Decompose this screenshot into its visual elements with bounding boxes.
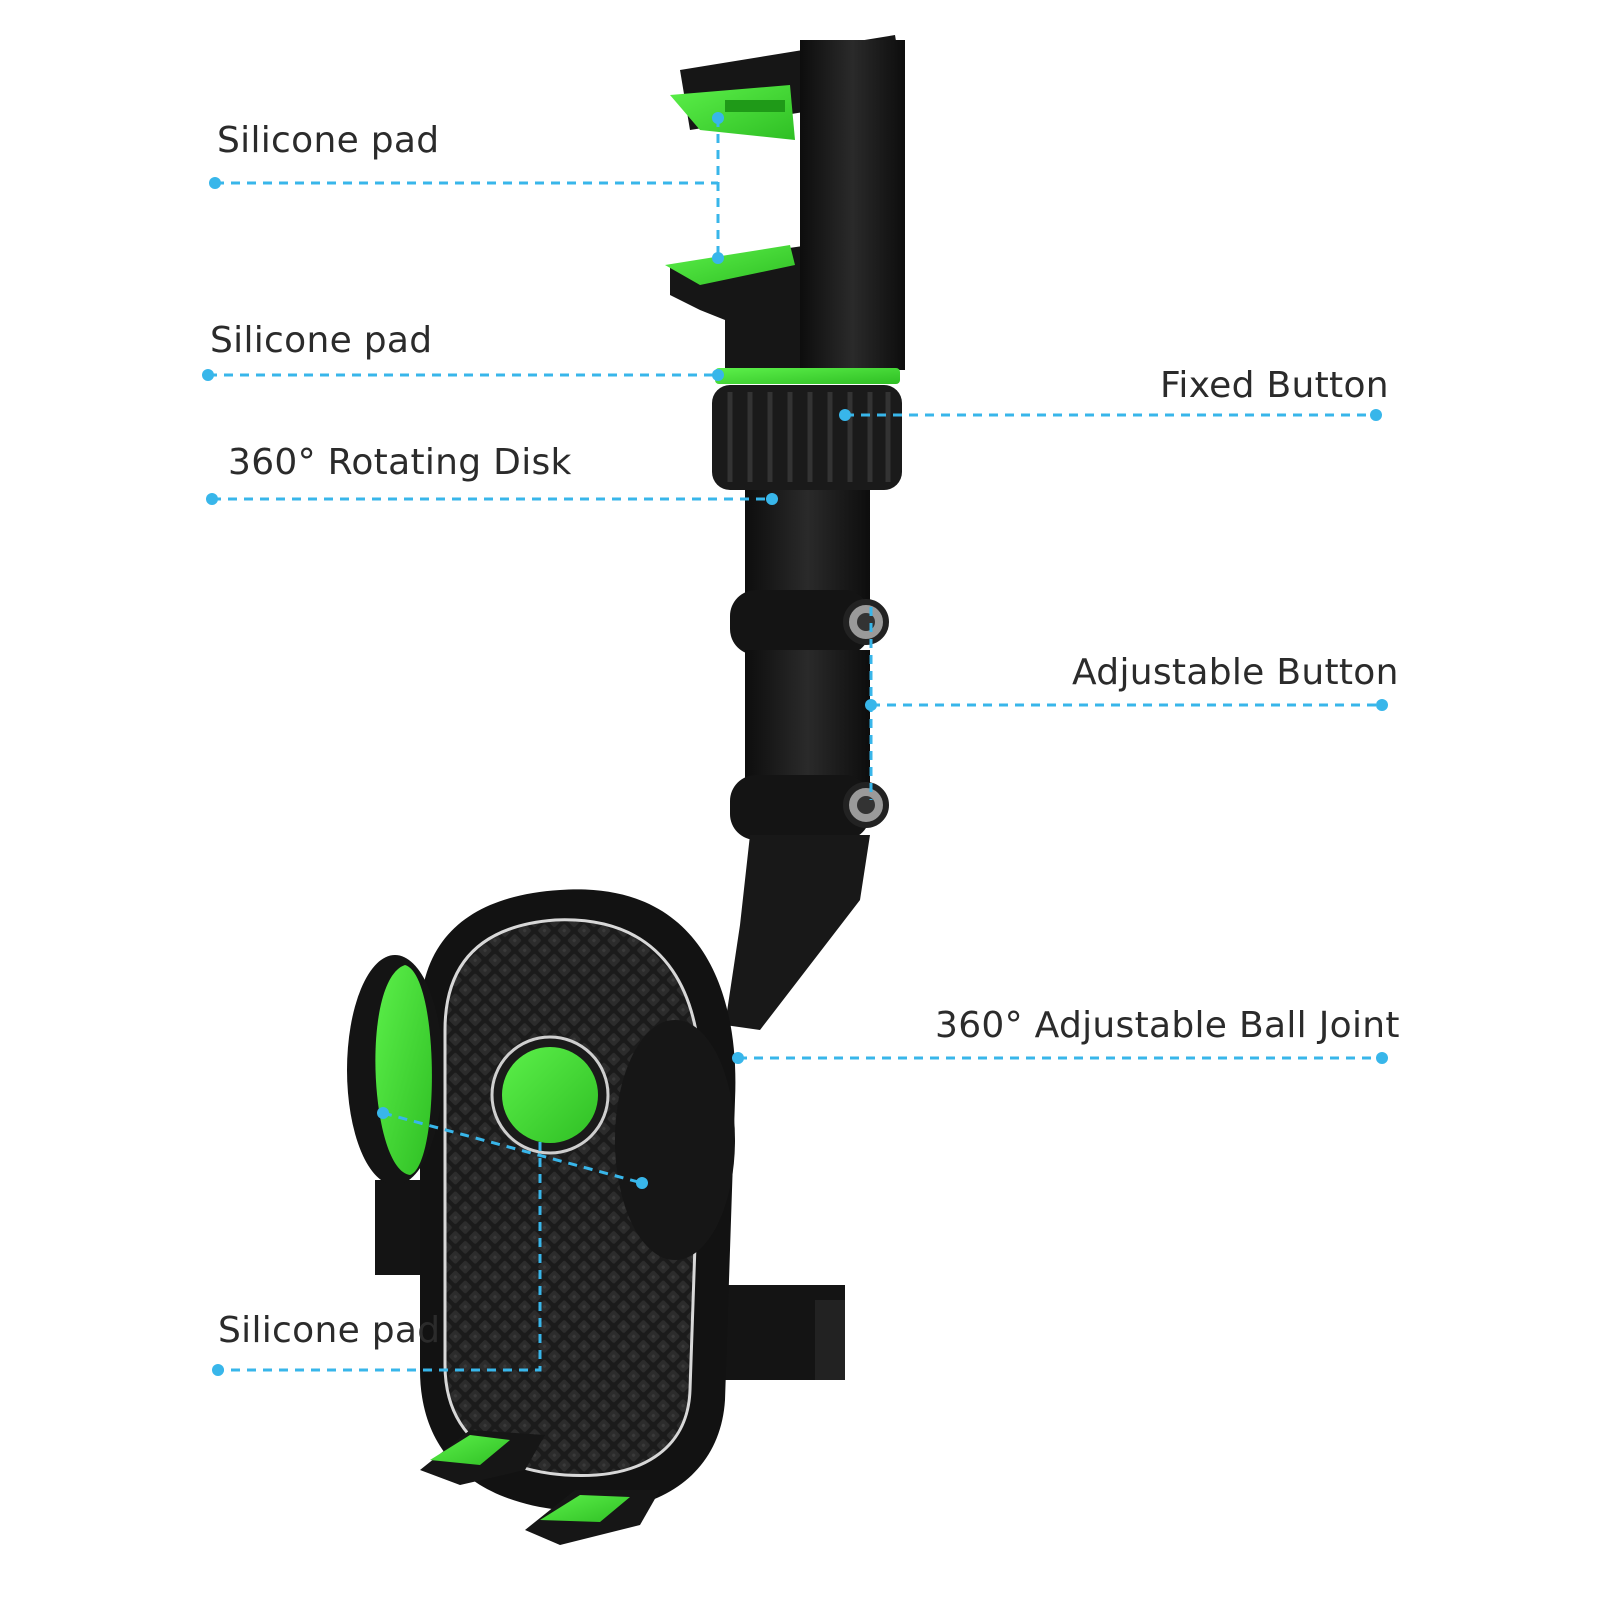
label-silicone-pad-mid: Silicone pad: [210, 320, 433, 361]
green-ring: [715, 368, 900, 384]
ball-joint-housing: [615, 1020, 735, 1260]
center-silicone-pad: [502, 1047, 598, 1143]
label-fixed-button: Fixed Button: [1160, 365, 1389, 406]
label-silicone-pad-top: Silicone pad: [217, 120, 440, 161]
label-adjustable-button: Adjustable Button: [1072, 652, 1399, 693]
left-wing: [347, 955, 443, 1185]
top-clamp: [665, 35, 905, 370]
arm: [725, 490, 889, 1030]
top-jaw-pad: [670, 85, 795, 140]
lower-jaw-pad: [665, 245, 795, 285]
rotating-disk: [712, 385, 902, 490]
label-rotating-disk: 360° Rotating Disk: [228, 442, 572, 483]
leader-lines: [208, 118, 1382, 1372]
feet: [420, 1430, 660, 1545]
leader-dots: [202, 112, 1388, 1376]
label-ball-joint: 360° Adjustable Ball Joint: [935, 1005, 1400, 1046]
label-silicone-pad-bottom: Silicone pad: [218, 1310, 441, 1351]
